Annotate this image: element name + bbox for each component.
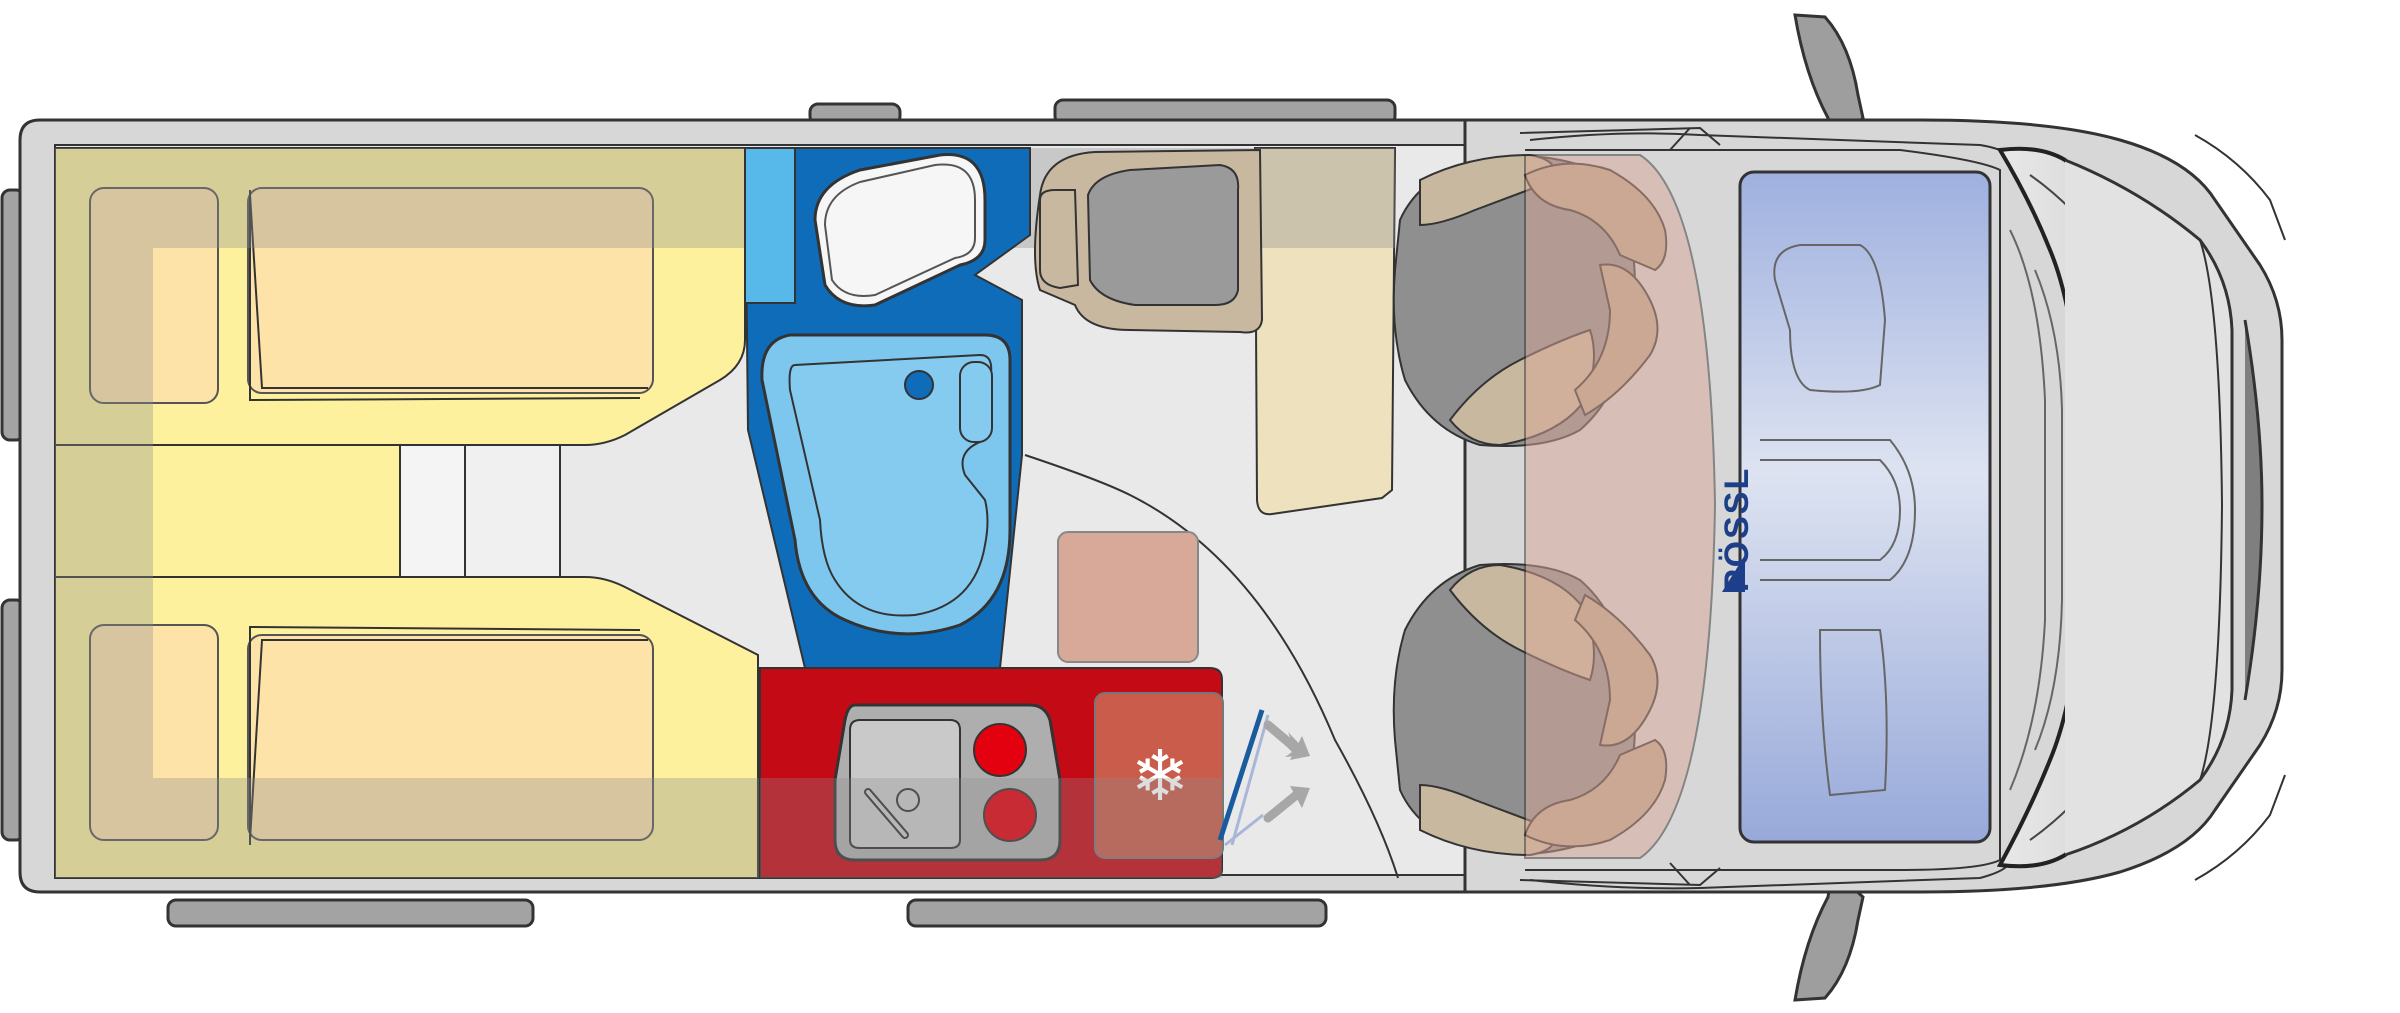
hood: [2064, 134, 2286, 881]
mattress-bottom: [89, 624, 654, 845]
bathroom: [743, 147, 1031, 669]
cushion: [1057, 531, 1199, 663]
side-mirror-bottom: [1793, 883, 1865, 1002]
side-mirror-top: [1793, 13, 1865, 132]
swivel-zone: [1524, 154, 1717, 859]
mattress-top: [89, 187, 654, 404]
toilet: [813, 153, 987, 308]
cab-sills: [1519, 126, 1721, 887]
dinette-bench: [1253, 147, 1397, 516]
dashboard-seats-detail: [1760, 229, 2063, 797]
snowflake-icon: ❄: [1131, 735, 1190, 817]
kitchen-block: ❄: [759, 667, 1224, 879]
cab-front: [1525, 132, 2063, 890]
burner-1: [973, 723, 1027, 777]
shower-basin: [760, 333, 1012, 636]
arrow-icon: [1263, 720, 1310, 823]
fridge: ❄: [1094, 692, 1224, 859]
sliding-door: [1217, 709, 1310, 847]
kitchen-overhead-shadow: [760, 778, 1222, 878]
burner-2: [983, 788, 1037, 842]
rear-seat: [1034, 148, 1264, 334]
aisle-outline: [1024, 454, 1399, 879]
brand-swoosh: [1722, 555, 1745, 592]
